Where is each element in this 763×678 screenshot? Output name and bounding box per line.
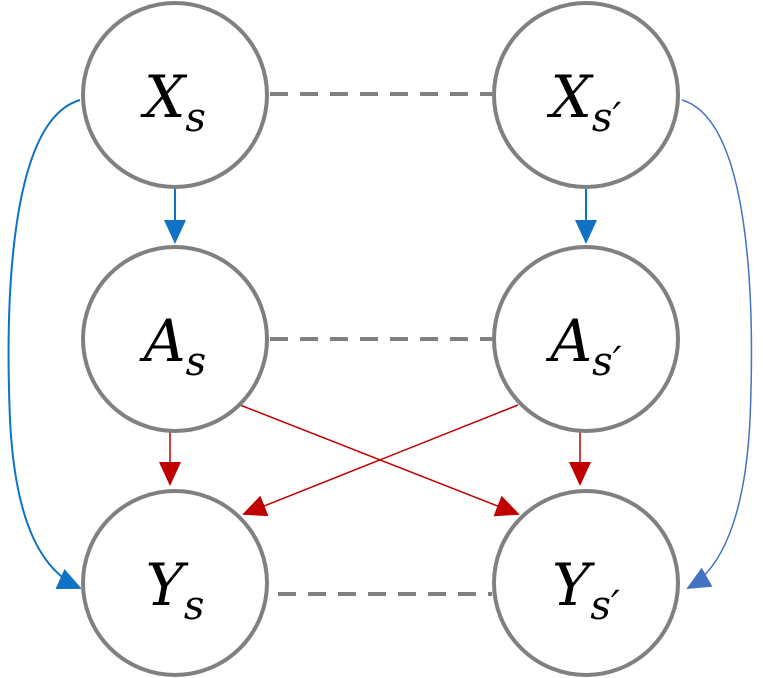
node-y-s-letter: Y — [146, 551, 189, 619]
node-x-s-subscript: s — [185, 95, 206, 141]
edge-a-s-prime-to-y-s — [242, 404, 519, 517]
node-a-s: As — [81, 245, 269, 433]
node-y-s-prime: Ys′ — [492, 489, 680, 677]
node-a-s-prime-letter: A — [545, 307, 592, 375]
svg-text:As′: As′ — [545, 307, 622, 385]
node-y-s-prime-letter: Y — [552, 551, 595, 619]
svg-text:Xs: Xs — [140, 63, 206, 141]
svg-text:Ys: Ys — [146, 551, 205, 629]
svg-text:Xs′: Xs′ — [547, 63, 622, 141]
node-x-s: Xs — [81, 1, 269, 189]
node-x-s-letter: X — [140, 63, 188, 131]
node-x-s-prime: Xs′ — [492, 1, 680, 189]
node-a-s-prime: As′ — [492, 245, 680, 433]
svg-text:As: As — [139, 307, 206, 385]
node-y-s: Ys — [81, 489, 269, 677]
svg-text:Ys′: Ys′ — [552, 551, 620, 629]
node-a-s-subscript: s — [186, 339, 207, 385]
node-y-s-prime-subscript: s′ — [590, 583, 620, 629]
edge-x-s-to-y-s — [7, 99, 82, 589]
node-x-s-prime-letter: X — [547, 63, 595, 131]
node-a-s-prime-subscript: s′ — [592, 339, 622, 385]
node-y-s-subscript: s — [184, 583, 205, 629]
node-a-s-letter: A — [139, 307, 186, 375]
edge-x-s-prime-to-y-s-prime — [681, 99, 753, 589]
node-x-s-prime-subscript: s′ — [592, 95, 622, 141]
